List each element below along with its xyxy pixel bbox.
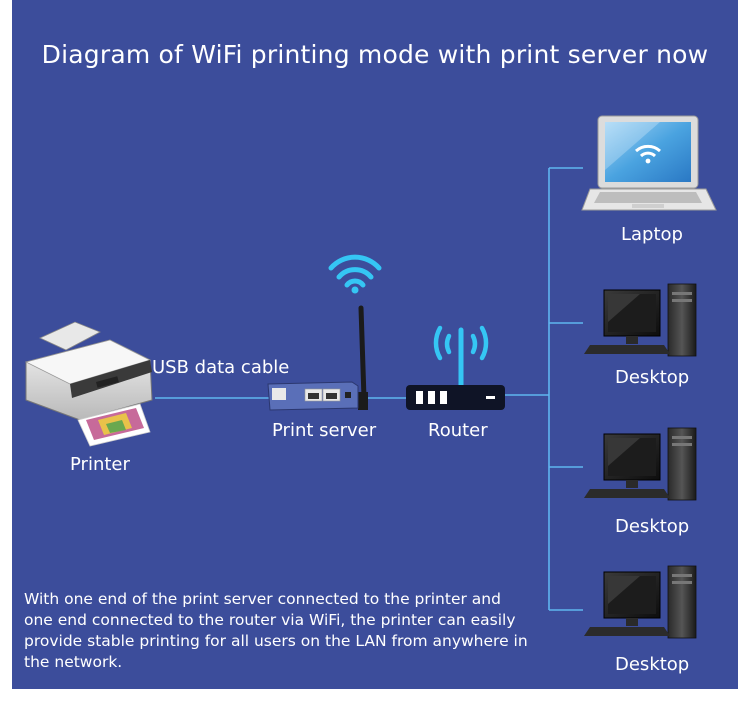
desktop-label-2: Desktop — [615, 516, 690, 537]
desktop-icon — [584, 565, 697, 639]
printer-label: Printer — [70, 454, 130, 475]
desktop-label-1: Desktop — [615, 367, 690, 388]
print-server-icon — [267, 305, 368, 411]
printer-icon — [24, 321, 153, 447]
router-icon — [406, 325, 505, 410]
print-server-label: Print server — [272, 420, 377, 441]
wifi-dot — [351, 286, 359, 294]
diagram-title: Diagram of WiFi printing mode with print… — [41, 40, 709, 69]
desktop-label-3: Desktop — [615, 654, 690, 675]
connection-lines — [155, 167, 583, 611]
wifi-icon — [328, 254, 382, 288]
router-label: Router — [428, 420, 488, 441]
usb-cable-label: USB data cable — [152, 357, 290, 378]
desktop-icon — [584, 427, 697, 501]
laptop-icon — [581, 115, 717, 211]
laptop-label: Laptop — [621, 224, 683, 245]
desktop-icon — [584, 283, 697, 357]
description-text: With one end of the print server connect… — [24, 590, 528, 671]
